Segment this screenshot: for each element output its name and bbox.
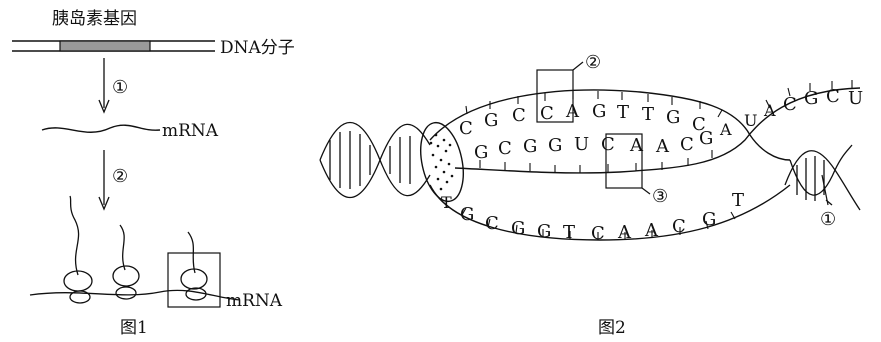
base-letter: G [592, 101, 606, 122]
base-letter: G [548, 135, 562, 156]
base-letter: G [537, 221, 551, 242]
base-letter: C [459, 118, 473, 139]
base-letter: C [783, 94, 797, 115]
base-letter: C [512, 105, 526, 126]
insulin-gene-segment [60, 41, 150, 51]
lower-bases: T G C G G T C A A C G T [441, 190, 744, 244]
base-letter: A [644, 220, 659, 241]
mrna-strand [42, 125, 160, 132]
mrna-inner-strand [455, 88, 860, 173]
released-rna-bases: U A C G C U [744, 86, 863, 130]
translation-arrow [99, 150, 109, 209]
base-letter: G [666, 107, 680, 128]
dna-molecule-label: DNA分子 [220, 38, 295, 58]
ribosome-highlight-box [168, 253, 220, 307]
base-letter: U [574, 134, 589, 155]
left-double-helix [320, 123, 430, 198]
base-letter: T [732, 190, 744, 211]
base-letter: G [699, 128, 713, 149]
base-letter: A [763, 101, 776, 120]
figure1-caption: 图1 [120, 318, 148, 338]
base-letter: C [601, 134, 615, 155]
base-letter: T [642, 104, 654, 125]
marker-2-label: ② [585, 52, 601, 73]
base-letter: A [617, 222, 632, 243]
base-letter: C [591, 223, 605, 244]
base-letter: G [702, 209, 716, 230]
base-letter: G [511, 218, 525, 239]
figure2: C G C C A G T T G C G C G G U C A A C G … [320, 52, 863, 338]
mrna-label-bottom: mRNA [226, 291, 283, 311]
step-1-marker: ① [112, 77, 128, 98]
marker-2-leader [573, 62, 583, 70]
base-letter: C [680, 134, 694, 155]
base-letter: U [744, 111, 757, 130]
base-letter: A [719, 120, 732, 139]
marker-3-leader [642, 188, 650, 194]
dna-molecule [12, 41, 215, 51]
figure1: 胰岛素基因 DNA分子 ① mRNA ② [12, 9, 295, 338]
base-letter: C [485, 213, 499, 234]
base-letter: T [617, 102, 629, 123]
base-letter: G [460, 204, 474, 225]
marker-1-label: ① [820, 209, 836, 230]
base-letter: G [804, 88, 818, 109]
base-letter: U [848, 88, 863, 109]
polysome [30, 196, 240, 307]
base-letter: C [826, 86, 840, 107]
transcription-arrow [99, 58, 109, 112]
base-letter: G [484, 110, 498, 131]
base-letter: G [474, 142, 488, 163]
mrna-label: mRNA [162, 121, 219, 141]
base-letter: T [563, 222, 575, 243]
base-letter: C [672, 216, 686, 237]
step-2-marker: ② [112, 166, 128, 187]
base-letter: C [540, 103, 554, 124]
inner-strand-ticks [480, 150, 712, 173]
base-letter: T [441, 193, 452, 212]
base-letter: A [655, 136, 670, 157]
base-letter: G [523, 136, 537, 157]
insulin-gene-label: 胰岛素基因 [52, 9, 137, 29]
base-letter: C [498, 138, 512, 159]
figure2-caption: 图2 [598, 318, 626, 338]
marker-3-label: ③ [652, 186, 668, 207]
